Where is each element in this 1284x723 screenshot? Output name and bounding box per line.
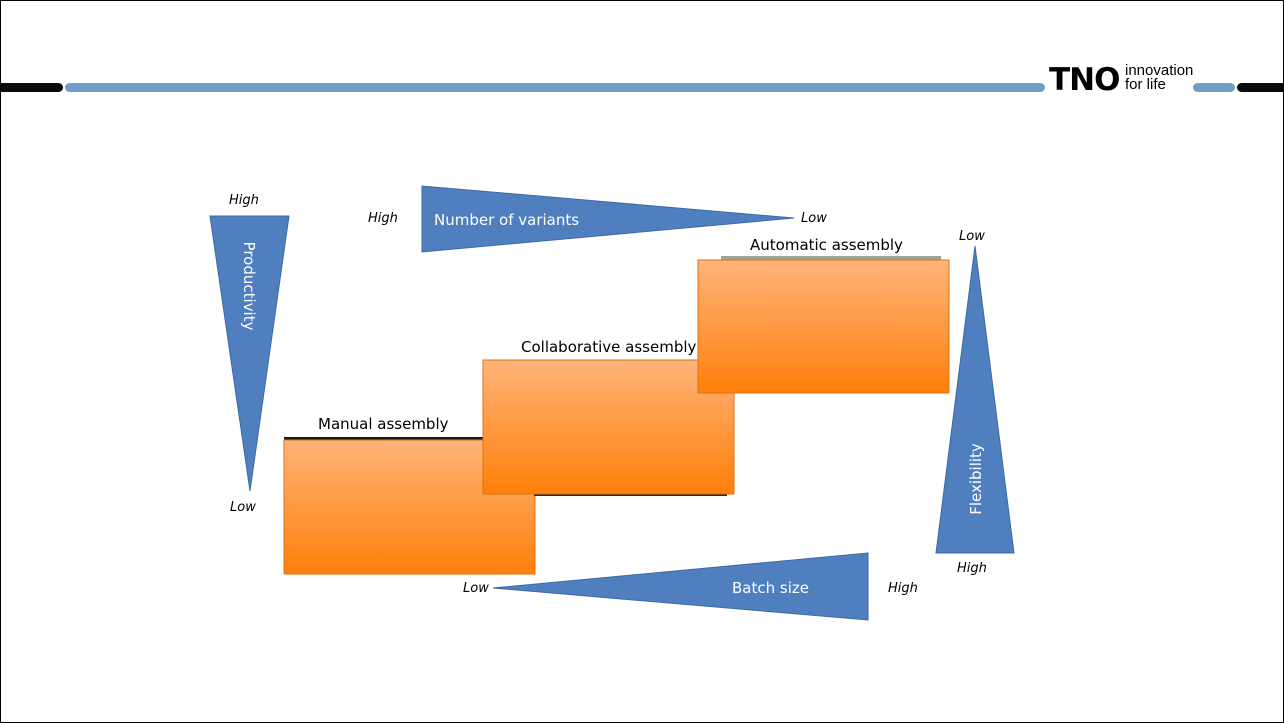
- variants-high-label: High: [368, 211, 398, 226]
- variants-wedge: [421, 185, 795, 253]
- variants-label: Number of variants: [434, 211, 579, 229]
- batch-low-label: Low: [463, 581, 489, 596]
- manual-assembly-photo-edge: [284, 437, 534, 440]
- header-band-right: [1237, 83, 1283, 92]
- flexibility-high-label: High: [957, 561, 987, 576]
- automatic-assembly-title: Automatic assembly: [750, 236, 903, 254]
- header-band-right-blue: [1193, 83, 1235, 92]
- variants-low-label: Low: [801, 211, 827, 226]
- batch-wedge: [492, 552, 869, 621]
- logo-tagline-line1: innovation: [1125, 62, 1194, 79]
- logo-mark: TNO: [1049, 62, 1120, 98]
- automatic-photo-edge: [721, 256, 941, 260]
- header-band: [65, 83, 1045, 92]
- flexibility-wedge: [935, 245, 1015, 554]
- productivity-low-label: Low: [230, 500, 256, 515]
- productivity-wedge: [209, 215, 290, 492]
- productivity-label: Productivity: [240, 242, 258, 331]
- flexibility-label: Flexibility: [967, 443, 985, 515]
- logo-tagline-line2: for life: [1125, 76, 1166, 93]
- manual-assembly-title: Manual assembly: [318, 415, 449, 433]
- automatic-assembly-box: [697, 259, 950, 394]
- header-band-left: [1, 83, 63, 92]
- collaborative-assembly-title: Collaborative assembly: [521, 338, 697, 356]
- flexibility-low-label: Low: [959, 229, 985, 244]
- productivity-high-label: High: [229, 193, 259, 208]
- collaborative-assembly-box: [482, 359, 735, 495]
- batch-label: Batch size: [732, 579, 809, 597]
- batch-high-label: High: [888, 581, 918, 596]
